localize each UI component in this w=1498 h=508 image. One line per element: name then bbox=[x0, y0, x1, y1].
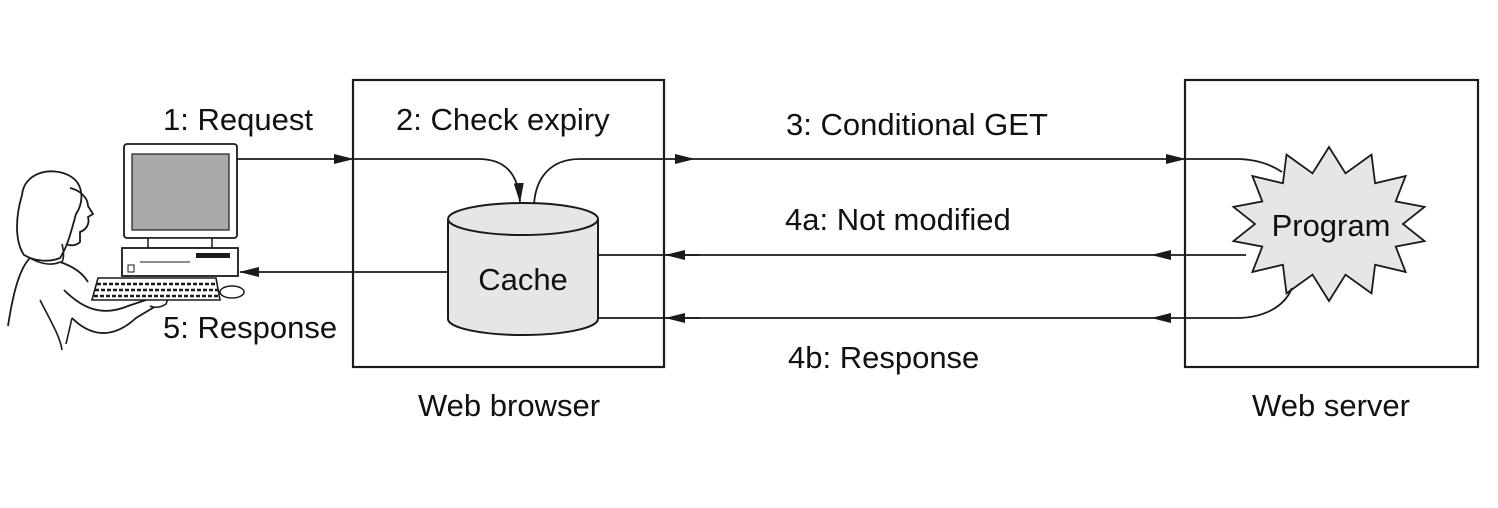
response-5-label: 5: Response bbox=[163, 310, 337, 345]
cache-label: Cache bbox=[478, 262, 568, 297]
response-from-program bbox=[1151, 287, 1293, 323]
conditional-get-label: 3: Conditional GET bbox=[786, 107, 1048, 142]
response-4b-label: 4b: Response bbox=[788, 340, 979, 375]
program-starburst bbox=[1231, 145, 1427, 303]
check-expiry-arrow bbox=[353, 158, 524, 203]
conditional-get-to-program bbox=[1185, 158, 1283, 173]
request-label: 1: Request bbox=[163, 102, 313, 137]
check-expiry-label: 2: Check expiry bbox=[396, 102, 610, 137]
not-modified-label: 4a: Not modified bbox=[785, 202, 1011, 237]
cache-cylinder bbox=[447, 202, 599, 336]
web-browser-caption: Web browser bbox=[418, 388, 600, 423]
program-label: Program bbox=[1272, 208, 1391, 243]
conditional-get-exit bbox=[533, 154, 695, 205]
web-server-caption: Web server bbox=[1252, 388, 1410, 423]
computer-icon bbox=[90, 143, 245, 301]
